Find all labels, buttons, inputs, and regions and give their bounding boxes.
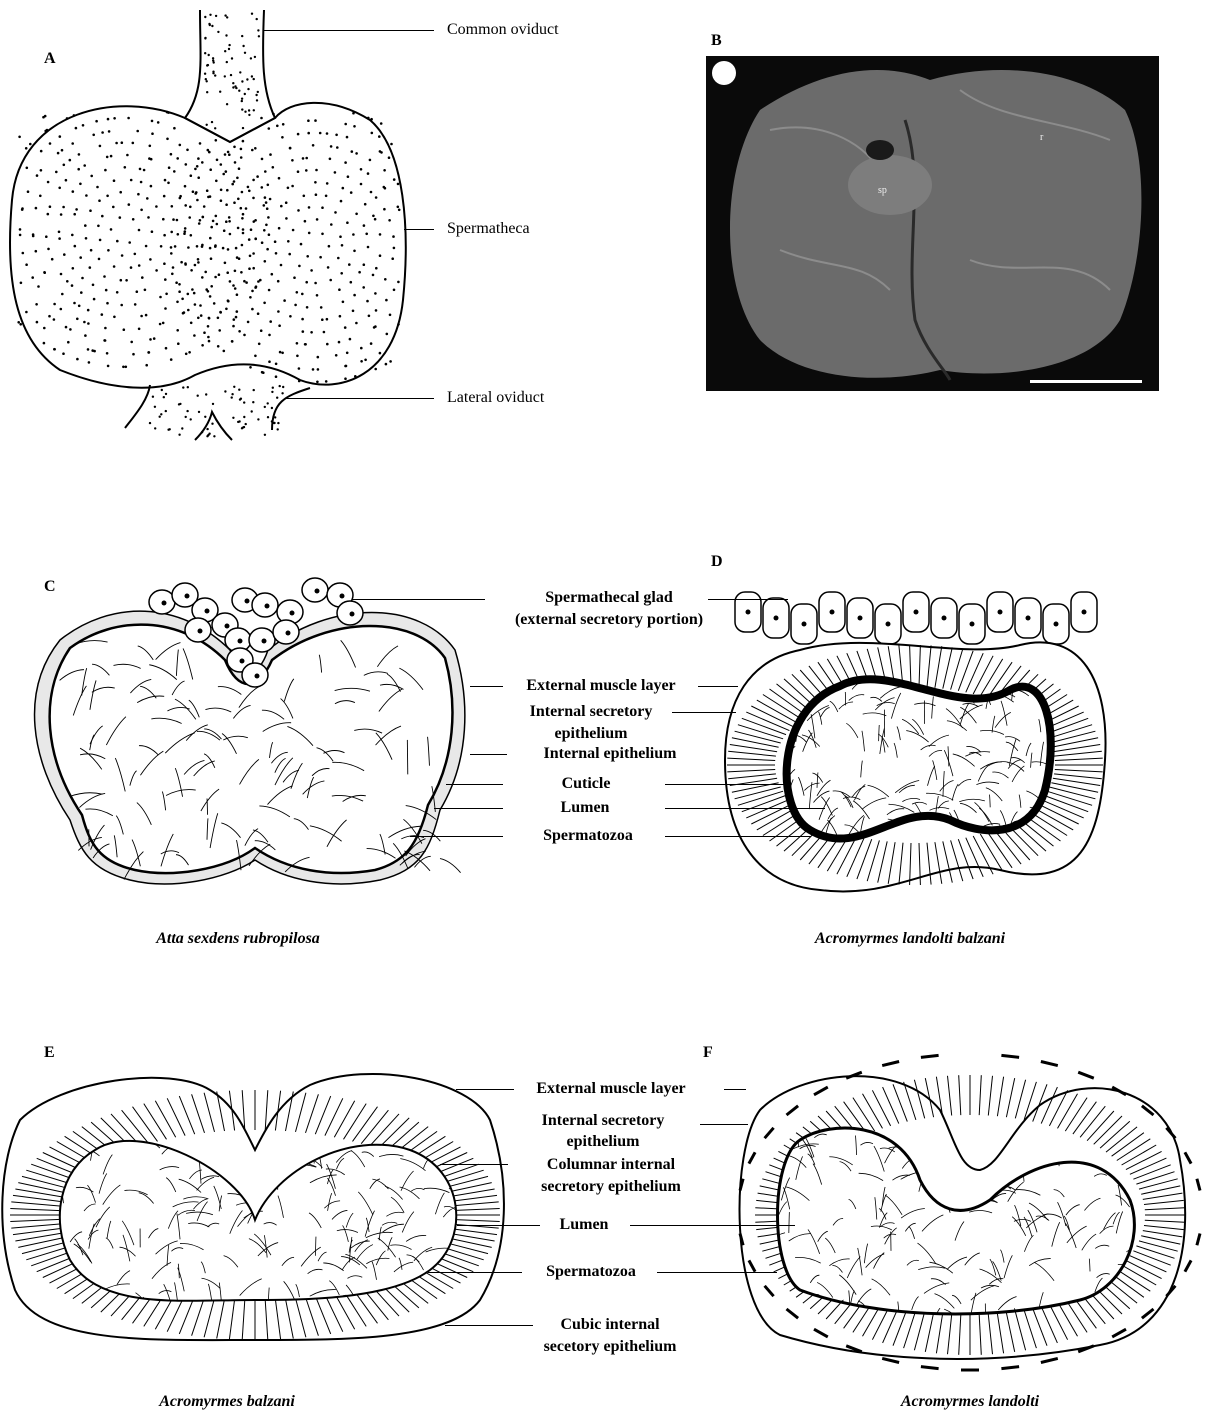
label-gland-2: (external secretory portion) [515, 610, 703, 630]
label-ef-external-muscle: External muscle layer [536, 1079, 685, 1099]
leader-f-spermatozoa [657, 1272, 777, 1273]
label-gland-1: Spermathecal glad [545, 588, 673, 608]
panel-letter-f: F [703, 1044, 713, 1062]
leader-d-lumen [665, 808, 825, 809]
label-spermatheca: Spermatheca [447, 219, 530, 239]
panel-letter-d: D [711, 553, 723, 571]
leader-c-gland [352, 599, 485, 600]
photo-label-sp: sp [878, 185, 887, 196]
leader-spermatheca [404, 229, 434, 230]
panel-f-drawing [740, 1055, 1200, 1370]
panel-letter-c: C [44, 578, 56, 596]
label-cd-spermatozoa: Spermatozoa [543, 826, 633, 846]
panel-letter-a: A [44, 50, 56, 68]
panel-d-drawing [725, 592, 1106, 891]
label-cd-external-muscle: External muscle layer [526, 676, 675, 696]
label-ef-spermatozoa: Spermatozoa [546, 1262, 636, 1282]
leader-c-internal-epithelium [470, 754, 507, 755]
label-ef-columnar-1: Columnar internal [547, 1155, 675, 1175]
leader-c-muscle [470, 686, 503, 687]
leader-e-columnar [440, 1164, 508, 1165]
leader-e-muscle [456, 1089, 514, 1090]
label-ef-cubic-1: Cubic internal [560, 1315, 659, 1335]
leader-common-oviduct [264, 30, 434, 31]
label-ef-columnar-2: secretory epithelium [541, 1177, 681, 1197]
caption-c: Atta sexdens rubropilosa [156, 930, 320, 948]
leader-e-cubic [445, 1325, 533, 1326]
panel-c-drawing [35, 578, 465, 884]
common-oviduct-shape [185, 10, 275, 142]
leader-d-cuticle [665, 784, 786, 785]
label-lateral-oviduct: Lateral oviduct [447, 388, 544, 408]
label-ef-lumen: Lumen [560, 1215, 609, 1235]
panel-letter-b: B [711, 32, 722, 50]
leader-d-gland [708, 599, 788, 600]
panel-e-drawing [2, 1074, 504, 1340]
leader-f-int-secretory [700, 1124, 748, 1125]
leader-d-spermatozoa [665, 836, 811, 837]
leader-e-lumen [457, 1225, 540, 1226]
label-cd-int-secretory-2: epithelium [555, 724, 628, 744]
caption-f: Acromyrmes landolti [901, 1393, 1039, 1411]
leader-e-spermatozoa [428, 1272, 522, 1273]
label-ef-int-secretory-1: Internal secretory [542, 1111, 665, 1131]
leader-c-spermatozoa [410, 836, 503, 837]
label-ef-int-secretory-2: epithelium [567, 1132, 640, 1152]
label-cd-cuticle: Cuticle [562, 774, 611, 794]
leader-c-lumen [434, 808, 503, 809]
spermatheca-outline [10, 103, 406, 388]
panel-letter-e: E [44, 1044, 55, 1062]
leader-lateral-oviduct [285, 398, 434, 399]
leader-c-cuticle [446, 784, 503, 785]
label-cd-int-secretory-1: Internal secretory [530, 702, 653, 722]
spermatheca-sem-image [730, 70, 1141, 378]
leader-f-lumen [630, 1225, 795, 1226]
label-cd-internal-epithelium: Internal epithelium [544, 744, 677, 764]
label-ef-cubic-2: secetory epithelium [544, 1337, 677, 1357]
caption-d: Acromyrmes landolti balzani [815, 930, 1005, 948]
leader-f-muscle [724, 1089, 746, 1090]
leader-d-int-secretory [672, 712, 736, 713]
label-cd-lumen: Lumen [561, 798, 610, 818]
panel-a-drawing [10, 10, 406, 440]
spermatheca-stipple [17, 13, 400, 438]
leader-d-muscle [698, 686, 738, 687]
panel-b-photo: sp r [706, 56, 1159, 391]
label-common-oviduct: Common oviduct [447, 20, 559, 40]
caption-e: Acromyrmes balzani [159, 1393, 295, 1411]
